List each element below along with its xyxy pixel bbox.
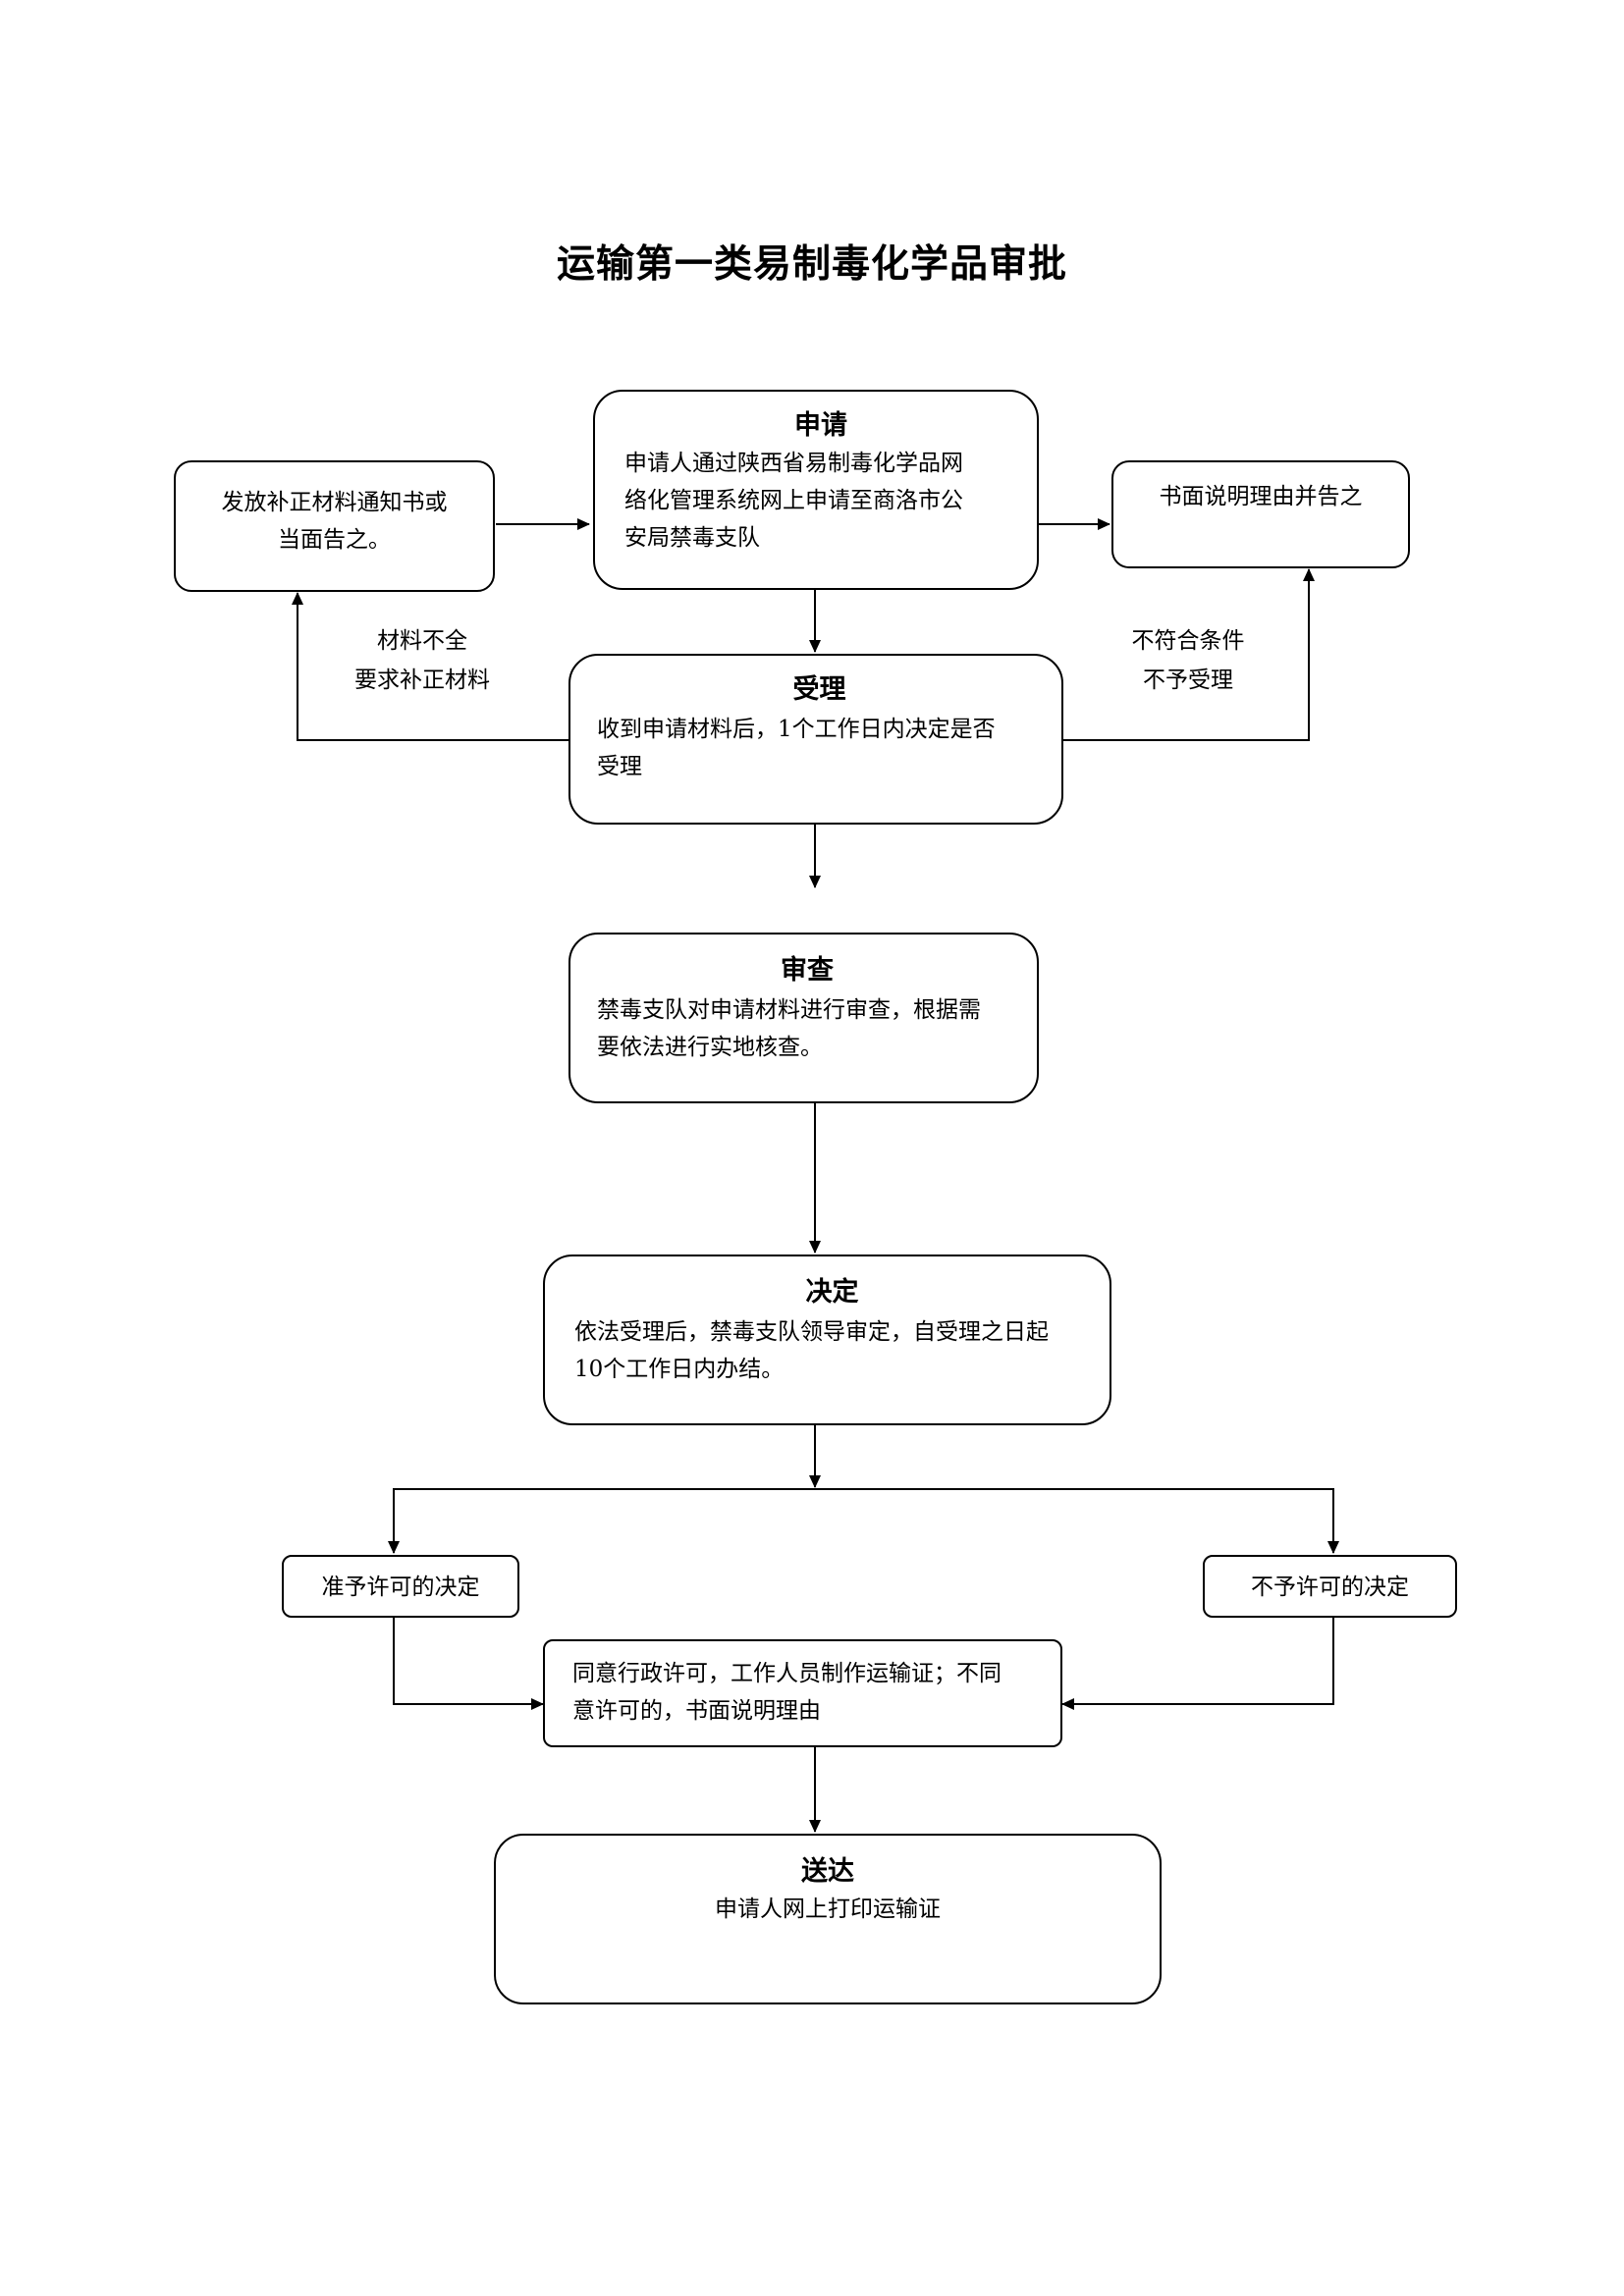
arrow-accept-to-notice <box>1062 568 1315 741</box>
step-decide-line-2: 10个工作日内办结。 <box>574 1357 785 1382</box>
edge-label-incomplete-line-2: 要求补正材料 <box>354 667 490 693</box>
step-accept-line-2: 受理 <box>597 754 642 779</box>
step-apply-line-3: 安局禁毒支队 <box>624 525 760 551</box>
edge-label-not-qualified-line-1: 不符合条件 <box>1131 628 1245 654</box>
step-decide-title: 决定 <box>805 1277 859 1308</box>
step-review-line-2: 要依法进行实地核查。 <box>597 1035 823 1060</box>
step-deliver-title: 送达 <box>801 1856 854 1887</box>
deny-decision-box: 不予许可的决定 <box>1203 1555 1457 1618</box>
outcome-line-1: 同意行政许可，工作人员制作运输证；不同 <box>572 1661 1001 1686</box>
step-apply-box: 申请 申请人通过陕西省易制毒化学品网 络化管理系统网上申请至商洛市公 安局禁毒支… <box>593 390 1039 590</box>
outcome-line-2: 意许可的，书面说明理由 <box>572 1698 821 1724</box>
written-notice-box: 书面说明理由并告之 <box>1111 460 1410 568</box>
page-title: 运输第一类易制毒化学品审批 <box>556 241 1067 287</box>
step-review-box: 审查 禁毒支队对申请材料进行审查，根据需 要依法进行实地核查。 <box>568 933 1039 1103</box>
supplement-notice-line-2: 当面告之。 <box>278 527 391 553</box>
edge-label-incomplete-line-1: 材料不全 <box>377 628 467 654</box>
step-apply-line-2: 络化管理系统网上申请至商洛市公 <box>624 488 963 513</box>
step-decide-box: 决定 依法受理后，禁毒支队领导审定，自受理之日起 10个工作日内办结。 <box>543 1255 1111 1425</box>
grant-decision-text: 准予许可的决定 <box>321 1575 480 1600</box>
step-accept-line-1: 收到申请材料后，1个工作日内决定是否 <box>597 717 996 742</box>
step-apply-line-1: 申请人通过陕西省易制毒化学品网 <box>624 451 963 476</box>
supplement-notice-line-1: 发放补正材料通知书或 <box>221 490 448 515</box>
arrow-deny-to-outcome <box>1061 1616 1334 1710</box>
arrow-accept-to-supplement <box>292 592 568 741</box>
edge-label-not-qualified: 不符合条件 不予受理 <box>1095 621 1281 700</box>
outcome-box: 同意行政许可，工作人员制作运输证；不同 意许可的，书面说明理由 <box>543 1639 1062 1747</box>
step-apply-title: 申请 <box>794 410 847 441</box>
edge-label-not-qualified-line-2: 不予受理 <box>1143 667 1233 693</box>
step-deliver-line-1: 申请人网上打印运输证 <box>715 1896 941 1922</box>
step-deliver-box: 送达 申请人网上打印运输证 <box>494 1834 1162 2004</box>
step-review-title: 审查 <box>781 955 834 986</box>
step-accept-title: 受理 <box>792 674 846 705</box>
supplement-notice-box: 发放补正材料通知书或 当面告之。 <box>174 460 495 592</box>
step-review-line-1: 禁毒支队对申请材料进行审查，根据需 <box>597 997 981 1023</box>
deny-decision-text: 不予许可的决定 <box>1251 1575 1409 1600</box>
grant-decision-box: 准予许可的决定 <box>282 1555 519 1618</box>
arrow-branch-to-grant <box>388 1488 815 1554</box>
written-notice-text: 书面说明理由并告之 <box>1159 484 1363 509</box>
arrow-grant-to-outcome <box>393 1616 544 1710</box>
step-accept-box: 受理 收到申请材料后，1个工作日内决定是否 受理 <box>568 654 1063 825</box>
arrow-branch-to-deny <box>815 1488 1339 1554</box>
step-decide-line-1: 依法受理后，禁毒支队领导审定，自受理之日起 <box>574 1319 1049 1345</box>
edge-label-incomplete: 材料不全 要求补正材料 <box>324 621 520 700</box>
